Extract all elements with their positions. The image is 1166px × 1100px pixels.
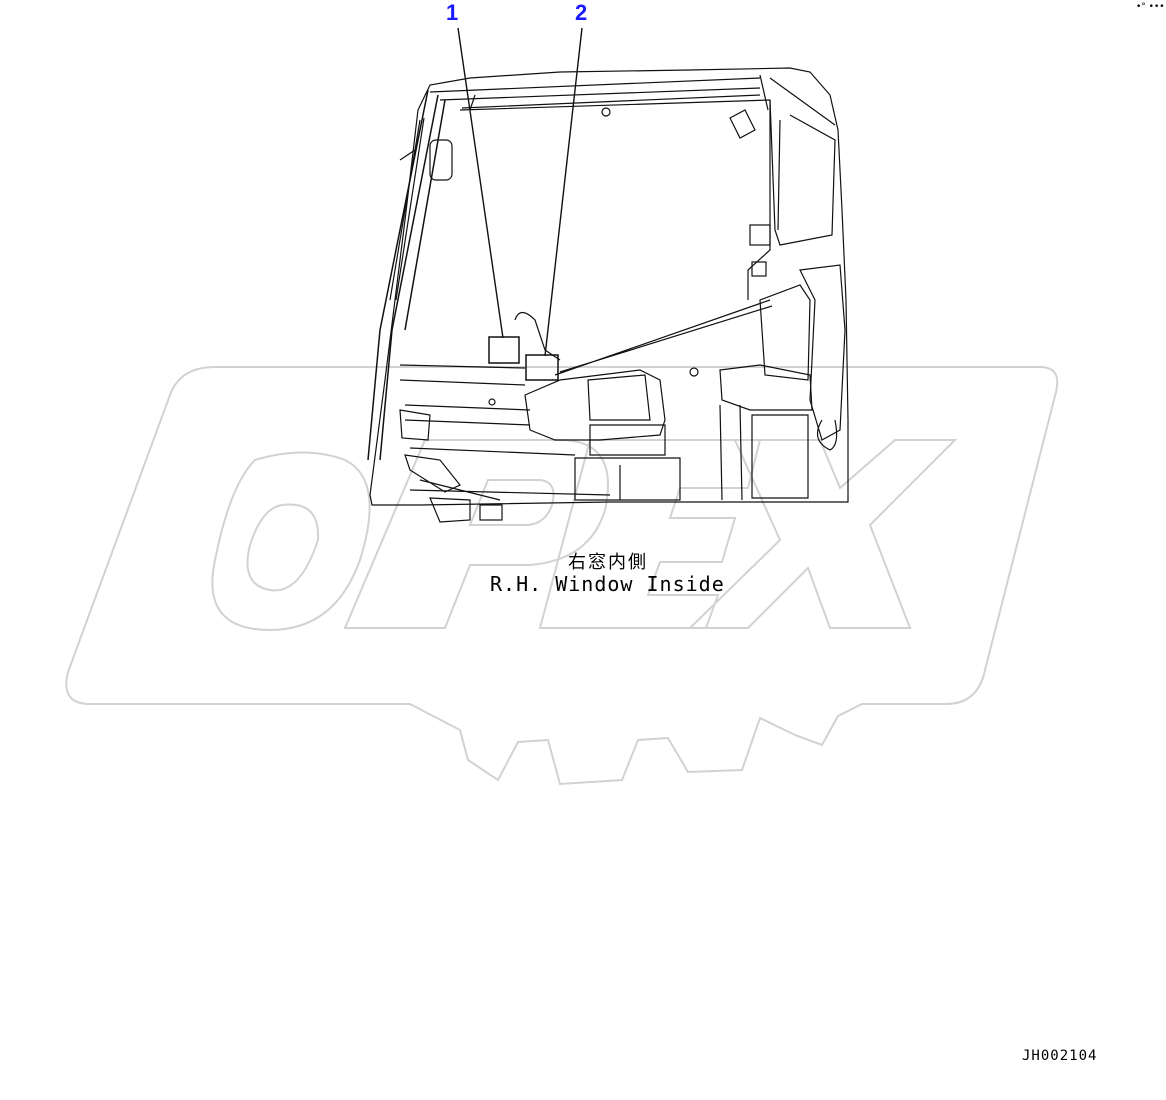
callout-1[interactable]: 1 <box>446 0 459 25</box>
watermark-letter-x <box>687 439 958 629</box>
console-base <box>589 424 666 456</box>
watermark-gear-outline <box>65 366 1059 786</box>
pedal-assembly <box>404 454 501 523</box>
latch-2 <box>751 261 767 277</box>
leader-line-1 <box>457 27 504 339</box>
rear-pillar <box>759 264 846 441</box>
callout-2[interactable]: 2 <box>575 0 588 25</box>
drawing-number: JH002104 <box>1022 1048 1098 1064</box>
roof-rail <box>429 77 761 109</box>
bolt <box>601 107 611 117</box>
bracket <box>729 109 756 139</box>
caption-english: R.H. Window Inside <box>490 572 725 596</box>
cab-drawing <box>367 67 849 523</box>
bolt-2 <box>689 367 699 377</box>
console-box <box>587 374 651 421</box>
watermark-letter-o <box>211 451 371 632</box>
side-window-line <box>747 100 771 300</box>
corner-mark: •° ••• <box>1136 2 1165 12</box>
window-frame <box>459 99 836 246</box>
floor-base <box>574 457 681 501</box>
arm-rest <box>816 419 838 451</box>
leader-lines <box>457 27 583 357</box>
floor-bracket <box>479 504 503 521</box>
watermark-letter-e <box>538 439 762 629</box>
label-2-location <box>525 354 559 381</box>
cab-outline <box>369 67 849 506</box>
wire-loop <box>514 311 561 361</box>
watermark-logo <box>65 366 1059 786</box>
caption-japanese: 右窓内側 <box>568 552 648 573</box>
grab-handle <box>429 139 453 181</box>
right-console <box>719 364 813 501</box>
watermark-letter-p <box>343 439 609 629</box>
floor-frame <box>399 364 611 496</box>
wiper-arm <box>389 117 425 301</box>
bolt-3 <box>488 398 496 406</box>
console-upper <box>524 369 666 441</box>
cable <box>554 299 773 376</box>
leader-line-2 <box>544 27 583 357</box>
left-lower-panel <box>399 409 431 441</box>
latch <box>749 224 771 246</box>
label-1-location <box>488 336 520 364</box>
roof-detail <box>469 74 836 126</box>
